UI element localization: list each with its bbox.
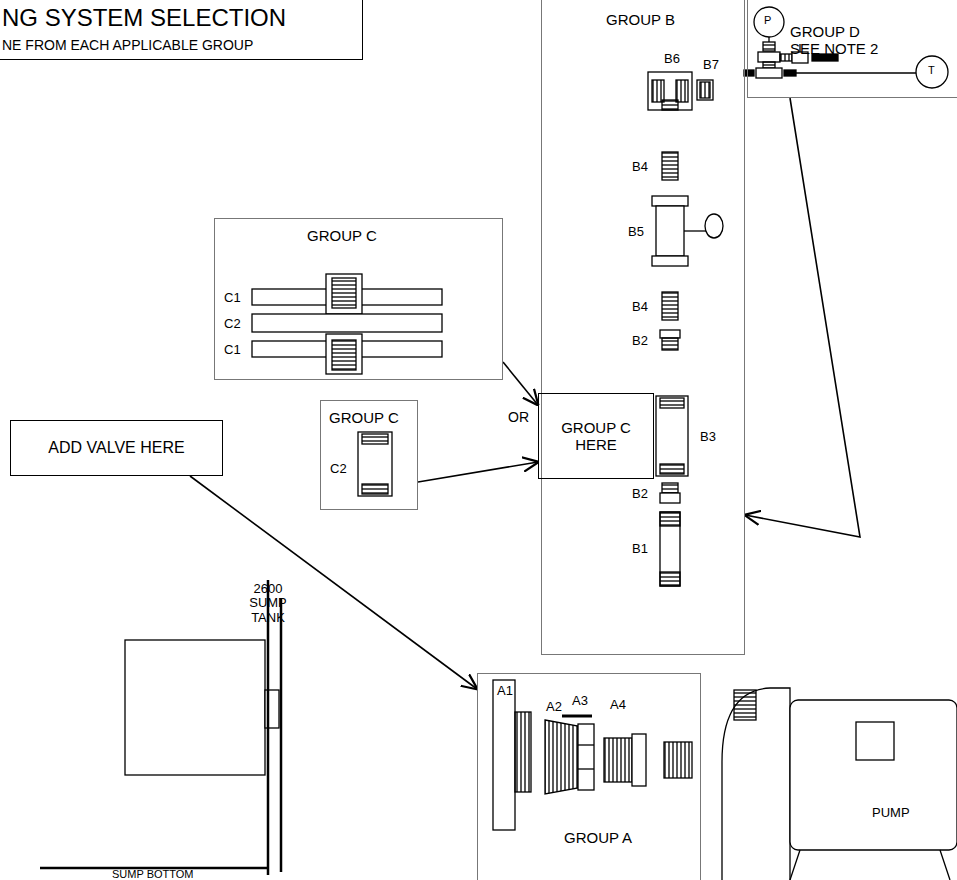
part-label: A4 [610,698,626,712]
flange [252,274,442,314]
callout-box: ADD VALVE HERE [10,420,223,476]
pointer-arrow [418,462,538,482]
flange [252,334,442,374]
part-label: 2600 SUMP TANK [246,582,290,625]
part-label: SUMP BOTTOM [112,868,194,880]
part-label: A1 [497,684,513,698]
nipple [662,152,678,180]
part-label: B1 [632,542,648,556]
callout-text: ADD VALVE HERE [15,439,218,457]
pointer-arrow [503,362,538,405]
gasket [252,314,442,332]
reducer [545,720,594,794]
part-label: B5 [628,225,644,239]
part-label: B2 [632,334,648,348]
group-box: GROUP C [214,218,503,380]
nipple [662,292,678,320]
pump [722,688,957,880]
group-label: GROUP C [329,409,414,426]
sump-tank [40,580,281,875]
part-label: A3 [572,694,588,708]
nipple [664,742,692,778]
part-label: B6 [664,52,680,66]
part-label: B3 [700,430,716,444]
part-label: C1 [224,343,241,357]
coupling [358,432,392,496]
coupling [656,396,688,476]
tee-fitting [648,72,692,110]
long-nipple [660,512,680,586]
part-label: B4 [632,160,648,174]
placement-box: GROUP C HERE [538,393,654,479]
part-label: T [928,64,935,76]
group-box: GROUP C [320,400,418,510]
part-label: OR [508,410,529,425]
part-label: C2 [224,317,241,331]
part-label: B7 [703,58,719,72]
bulkhead-flange [493,680,531,830]
gauge-assembly [744,7,948,88]
valve-mark [562,715,592,718]
group-label: GROUP A [564,829,664,846]
group-label: GROUP B [606,11,696,28]
group-box: GROUP D SEE NOTE 2 [747,0,957,98]
part-label: P [764,14,771,26]
part-label: B4 [632,300,648,314]
group-label: GROUP D SEE NOTE 2 [790,23,884,58]
bushing [604,734,646,786]
part-label: C1 [224,291,241,305]
pointer-arrow [745,98,860,537]
title-box: NG SYSTEM SELECTION NE FROM EACH APPLICAB… [0,0,363,60]
part-label: A2 [546,700,562,714]
part-label: PUMP [872,806,910,820]
part-label: B2 [632,487,648,501]
group-box: GROUP B GROUP C HERE [541,0,745,655]
bushing [697,80,713,100]
part-label: C2 [330,462,347,476]
title-text: NG SYSTEM SELECTION [2,4,357,32]
bushing [660,330,680,350]
group-box: GROUP A [477,673,701,880]
group-label: GROUP C [307,227,407,244]
subtitle-text: NE FROM EACH APPLICABLE GROUP [2,37,357,53]
ball-valve [652,196,723,266]
placement-text: GROUP C HERE [543,419,649,454]
bushing [660,483,680,503]
pointer-arrow [190,476,477,689]
